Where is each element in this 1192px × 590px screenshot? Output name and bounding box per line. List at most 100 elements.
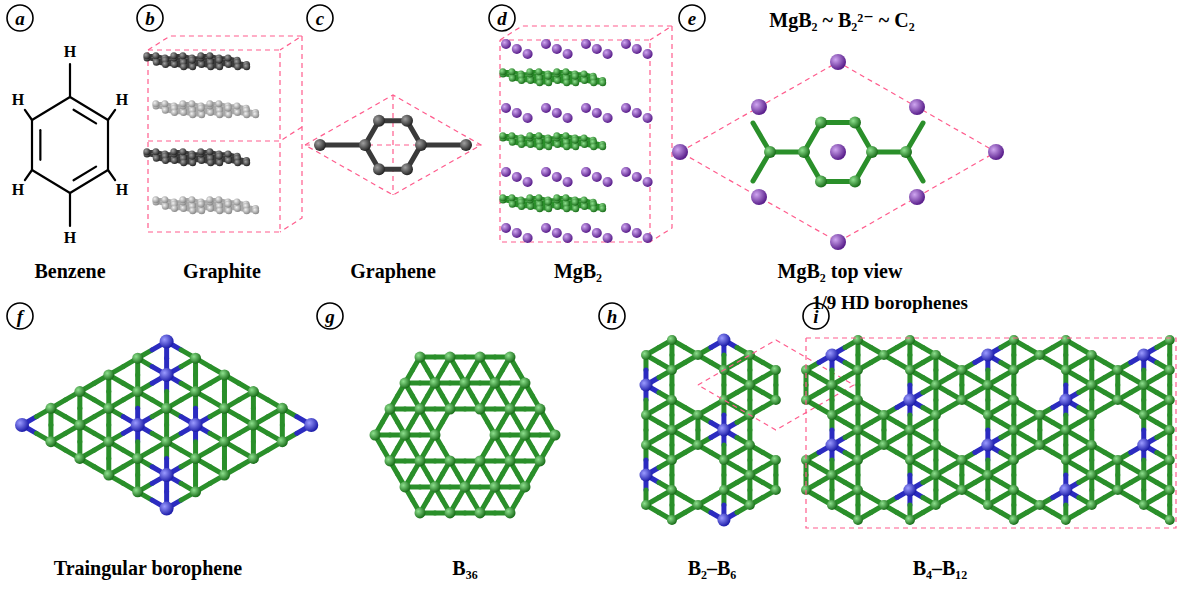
benzene-molecule (25, 64, 115, 226)
atom (853, 515, 863, 525)
atom (825, 349, 838, 362)
atom (509, 75, 516, 82)
atom (536, 205, 543, 212)
mgb2-top-view (672, 54, 1004, 250)
atom (171, 61, 178, 68)
atom (509, 139, 516, 146)
atom (131, 418, 145, 432)
panel-letter: e (688, 9, 696, 28)
atom (508, 132, 515, 139)
atom (198, 157, 205, 164)
atom (160, 335, 174, 349)
atom (430, 378, 441, 389)
atom (243, 159, 250, 166)
atom (132, 453, 143, 464)
atom (401, 115, 413, 127)
bond (69, 64, 71, 97)
atom (815, 117, 827, 129)
atom (599, 143, 606, 150)
atom (505, 507, 516, 518)
atom (1009, 425, 1019, 435)
atom (198, 111, 205, 118)
atom (523, 233, 533, 243)
atom (983, 500, 993, 510)
atom-label: H (64, 230, 76, 246)
panel-letter: b (145, 9, 155, 28)
atom (170, 148, 177, 155)
atom (563, 143, 570, 150)
atom (1009, 335, 1019, 345)
panel-letter: d (497, 9, 507, 28)
atom-label: H (116, 92, 128, 108)
atom (603, 177, 613, 187)
atom (171, 109, 178, 116)
atom (815, 175, 827, 187)
atom (621, 39, 631, 49)
atom (590, 205, 597, 212)
atom (490, 481, 501, 492)
atom (188, 100, 195, 107)
atom (189, 57, 196, 64)
atom (572, 199, 579, 206)
atom (563, 49, 573, 59)
atom (206, 100, 213, 107)
atom (905, 335, 915, 345)
atom (931, 500, 941, 510)
boron-atoms (764, 117, 912, 188)
atom (545, 143, 552, 150)
atom (552, 44, 562, 54)
atom (563, 233, 573, 243)
atom (693, 500, 703, 510)
atom (400, 481, 411, 492)
atom (415, 404, 426, 415)
layer-atoms (499, 194, 606, 212)
atom (572, 73, 579, 80)
atom (189, 159, 196, 166)
atom (527, 77, 534, 84)
atom (197, 148, 204, 155)
atom (592, 44, 602, 54)
atom (717, 424, 730, 437)
atom (198, 61, 205, 68)
atom (152, 52, 159, 59)
atom (161, 436, 172, 447)
atom (225, 207, 232, 214)
boron-bonds (753, 123, 923, 182)
atom (830, 144, 846, 160)
atom (827, 500, 837, 510)
atom (1035, 350, 1045, 360)
atom (693, 350, 703, 360)
atom (215, 196, 222, 203)
b36-cluster (370, 352, 561, 519)
letter-circle (317, 303, 343, 329)
atom (523, 177, 533, 187)
atom (745, 500, 755, 510)
atom (160, 468, 174, 482)
layer-atoms (152, 196, 259, 214)
atom (501, 39, 511, 49)
atom (563, 113, 573, 123)
atom (745, 440, 755, 450)
atom (621, 223, 631, 233)
atom (900, 146, 912, 158)
triangular-borophene (15, 335, 318, 516)
atom (304, 418, 318, 432)
atom (103, 369, 114, 380)
atom (581, 77, 588, 84)
atom (189, 207, 196, 214)
atom (931, 410, 941, 420)
atom (905, 515, 915, 525)
atom (643, 233, 653, 243)
panel-letter-circles (7, 5, 829, 329)
atom (527, 203, 534, 210)
atom (1009, 485, 1019, 495)
bond (70, 170, 108, 193)
atom (981, 439, 994, 452)
atom (827, 470, 837, 480)
atom (518, 77, 525, 84)
atom (445, 507, 456, 518)
bond (32, 170, 70, 193)
atom (475, 455, 486, 466)
atom (460, 139, 472, 151)
